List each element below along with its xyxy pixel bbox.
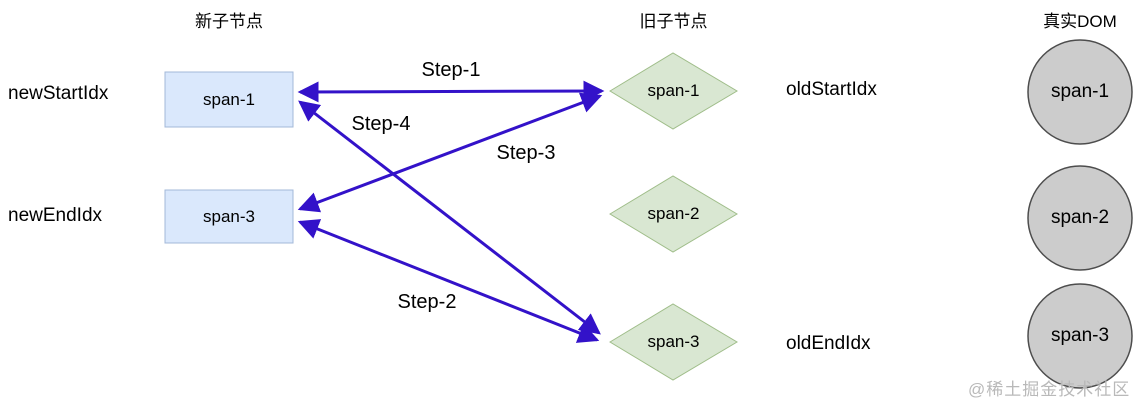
arrow-step-1 (297, 80, 605, 103)
new-node-span-3-label: span-3 (203, 206, 255, 226)
old-node-span-3-label: span-3 (647, 332, 700, 351)
dom-node-span-3-circle (1027, 283, 1133, 389)
new-node-span-3-rect (164, 189, 294, 244)
label-oldendidx: oldEndIdx (786, 333, 871, 354)
arrow-step-4 (298, 100, 601, 335)
header-old-children: 旧子节点 (639, 12, 708, 31)
dom-node-span-2-label: span-2 (1050, 207, 1110, 228)
label-newstartidx: newStartIdx (8, 83, 109, 104)
label-oldstartidx: oldStartIdx (786, 79, 877, 100)
old-node-span-3-diamond (609, 303, 738, 381)
new-node-span-1-rect (164, 71, 294, 128)
label-step-2: Step-2 (397, 291, 457, 313)
new-node-span-1-label: span-1 (203, 89, 255, 109)
old-node-span-1-label: span-1 (647, 81, 700, 100)
header-real-dom: 真实DOM (1043, 12, 1117, 31)
dom-node-span-1-circle (1027, 39, 1133, 145)
dom-node-span-2-circle (1027, 165, 1133, 271)
old-node-span-2-label: span-2 (647, 204, 700, 223)
old-node-span-1-diamond (609, 52, 738, 130)
label-step-1: Step-1 (421, 59, 481, 81)
watermark: @稀土掘金技术社区 (968, 380, 1131, 399)
dom-node-span-3-label: span-3 (1050, 325, 1110, 346)
label-step-4: Step-4 (351, 113, 411, 135)
header-new-children: 新子节点 (195, 12, 263, 31)
arrow-step-2 (297, 219, 600, 343)
old-node-span-2-diamond (609, 175, 738, 253)
label-step-3: Step-3 (496, 142, 556, 164)
label-newendidx: newEndIdx (8, 205, 103, 226)
dom-node-span-1-label: span-1 (1050, 81, 1110, 102)
